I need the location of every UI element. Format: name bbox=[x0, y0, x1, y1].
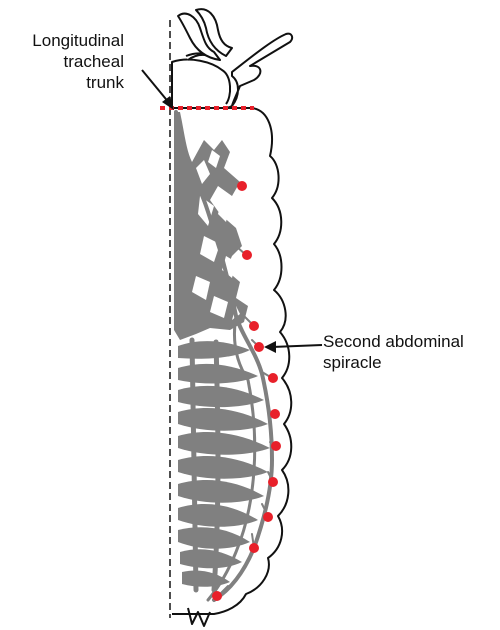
label-line: spiracle bbox=[323, 352, 498, 373]
label-line: Longitudinal bbox=[6, 30, 124, 51]
longitudinal-tracheal-trunk-label: Longitudinal tracheal trunk bbox=[6, 30, 124, 93]
second-abdominal-spiracle-label: Second abdominal spiracle bbox=[323, 331, 498, 373]
label-line: Second abdominal bbox=[323, 331, 498, 352]
spiracle-dot bbox=[271, 441, 281, 451]
spiracle-dot bbox=[212, 591, 222, 601]
spiracle-leader-arrow bbox=[264, 341, 322, 353]
spiracle-dot bbox=[263, 512, 273, 522]
second-abdominal-spiracle bbox=[254, 342, 264, 352]
spiracle-dot bbox=[237, 181, 247, 191]
spiracle-dot bbox=[249, 543, 259, 553]
spiracle-dot bbox=[242, 250, 252, 260]
larva-head bbox=[172, 9, 292, 109]
label-line: tracheal bbox=[6, 51, 124, 72]
spiracle-dot bbox=[270, 409, 280, 419]
spiracle-dot bbox=[268, 477, 278, 487]
label-line: trunk bbox=[6, 72, 124, 93]
spiracle-dot bbox=[249, 321, 259, 331]
spiracle-dot bbox=[268, 373, 278, 383]
